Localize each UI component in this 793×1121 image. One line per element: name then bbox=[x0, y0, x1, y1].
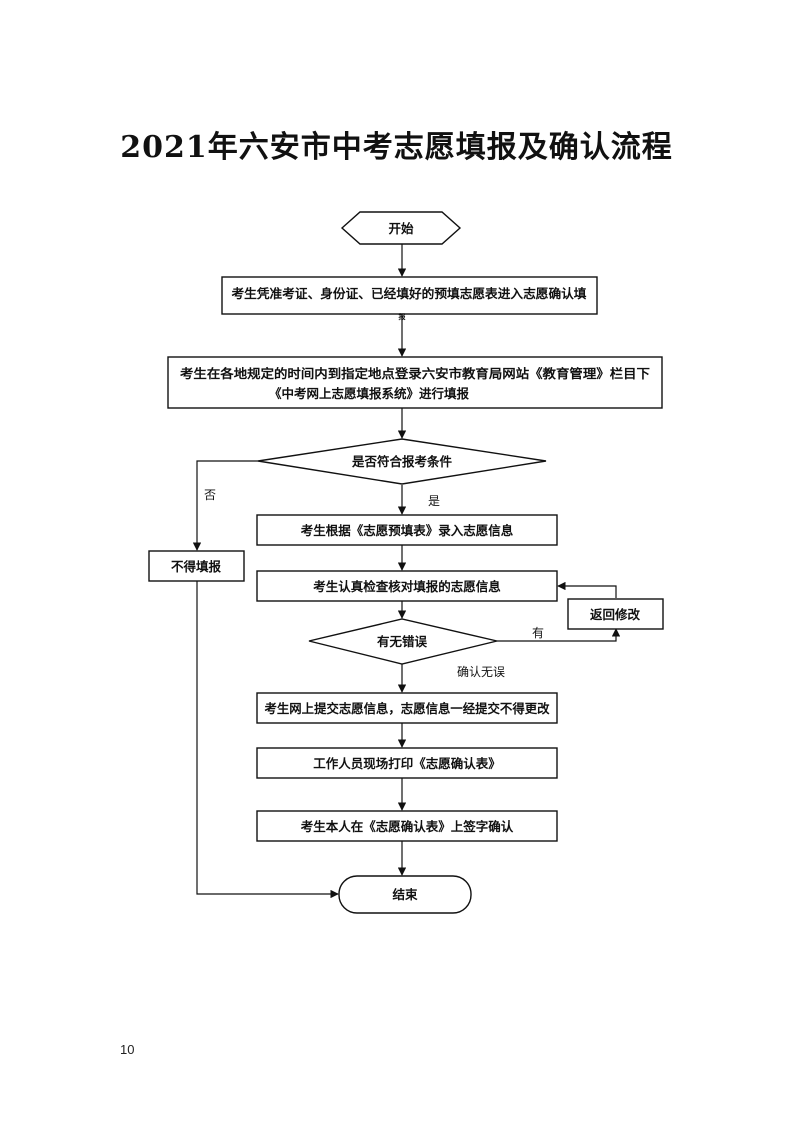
revise-label: 返回修改 bbox=[590, 607, 641, 622]
decision1-diamond: 是否符合报考条件 bbox=[257, 438, 547, 485]
edge-label-has-error: 有 bbox=[532, 626, 544, 640]
start-node: 开始 bbox=[340, 211, 462, 245]
revise-box: 返回修改 bbox=[567, 598, 664, 630]
reject-label: 不得填报 bbox=[171, 559, 222, 574]
edge-reject-end bbox=[196, 581, 339, 899]
step5-box: 考生网上提交志愿信息，志愿信息一经提交不得更改 bbox=[256, 692, 558, 724]
connectors bbox=[192, 244, 621, 899]
decision2-diamond: 有无错误 bbox=[308, 618, 498, 665]
edge-label-yes: 是 bbox=[428, 494, 440, 508]
step2-box: 考生在各地规定的时间内到指定地点登录六安市教育局网站《教育管理》栏目下 《中考网… bbox=[167, 356, 663, 409]
step1-box: 考生凭准考证、身份证、已经填好的预填志愿表进入志愿确认填 报 bbox=[221, 276, 598, 321]
end-node: 结束 bbox=[338, 875, 472, 914]
step5-label: 考生网上提交志愿信息，志愿信息一经提交不得更改 bbox=[265, 701, 550, 716]
page-number: 10 bbox=[120, 1042, 135, 1057]
step3-box: 考生根据《志愿预填表》录入志愿信息 bbox=[256, 514, 558, 546]
edge-revise-step4 bbox=[557, 581, 617, 598]
step3-label: 考生根据《志愿预填表》录入志愿信息 bbox=[301, 523, 514, 538]
edge-decision2-revise bbox=[497, 628, 621, 642]
decision2-label: 有无错误 bbox=[377, 634, 428, 649]
edge-decision1-reject bbox=[192, 460, 258, 551]
edge-label-confirmed: 确认无误 bbox=[457, 665, 505, 679]
step1-wrap-label: 报 bbox=[399, 312, 407, 321]
step7-label: 考生本人在《志愿确认表》上签字确认 bbox=[301, 819, 514, 834]
step2-label-line1: 考生在各地规定的时间内到指定地点登录六安市教育局网站《教育管理》栏目下 bbox=[180, 366, 651, 381]
start-label: 开始 bbox=[388, 221, 414, 236]
step2-label-line2: 《中考网上志愿填报系统》进行填报 bbox=[269, 386, 470, 401]
step4-box: 考生认真检查核对填报的志愿信息 bbox=[256, 570, 558, 602]
step6-box: 工作人员现场打印《志愿确认表》 bbox=[256, 747, 558, 779]
step4-label: 考生认真检查核对填报的志愿信息 bbox=[313, 579, 501, 594]
step1-label: 考生凭准考证、身份证、已经填好的预填志愿表进入志愿确认填 bbox=[232, 286, 587, 301]
page-title: 2021年六安市中考志愿填报及确认流程 bbox=[120, 130, 673, 165]
edge-label-no: 否 bbox=[204, 488, 216, 502]
end-label: 结束 bbox=[392, 887, 418, 902]
reject-box: 不得填报 bbox=[148, 550, 245, 582]
decision1-label: 是否符合报考条件 bbox=[351, 454, 453, 469]
step7-box: 考生本人在《志愿确认表》上签字确认 bbox=[256, 810, 558, 842]
step6-label: 工作人员现场打印《志愿确认表》 bbox=[313, 756, 501, 771]
